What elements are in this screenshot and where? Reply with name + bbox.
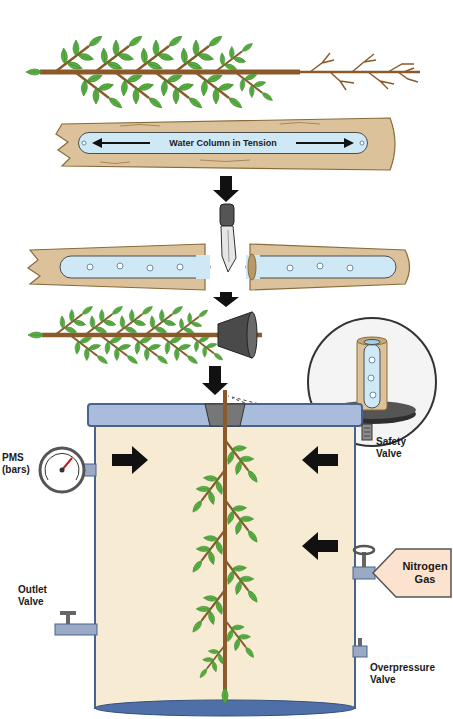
valve-label: Safety Valve — [376, 436, 426, 460]
node-text: Water Column in Tension — [169, 138, 277, 148]
tension-arrow — [296, 142, 346, 144]
air-bubble — [82, 141, 86, 145]
knife — [220, 204, 236, 272]
valve-label: Overpressure Valve — [370, 662, 452, 686]
stem-section — [56, 118, 395, 170]
xylem-water-column: Water Column in Tension — [78, 132, 368, 154]
gas-inlet-arrow: Nitrogen Gas — [372, 548, 452, 598]
air-bubble — [360, 141, 364, 145]
node-text: Nitrogen Gas — [398, 560, 452, 586]
step-arrow — [213, 292, 239, 307]
arrow-outline-path — [373, 549, 451, 597]
valve-label: Outlet Valve — [18, 584, 68, 608]
pressure-chamber — [40, 390, 375, 716]
tension-arrow-head — [344, 138, 354, 148]
cut-stem-pieces — [28, 244, 410, 290]
tension-arrow-head — [92, 138, 102, 148]
arrow-outline — [372, 548, 452, 598]
cut-shoot — [28, 305, 262, 366]
whole-plant — [26, 34, 420, 110]
step-arrow — [213, 176, 239, 202]
gauge-label: PMS (bars) — [2, 452, 40, 476]
tension-arrow — [100, 142, 150, 144]
